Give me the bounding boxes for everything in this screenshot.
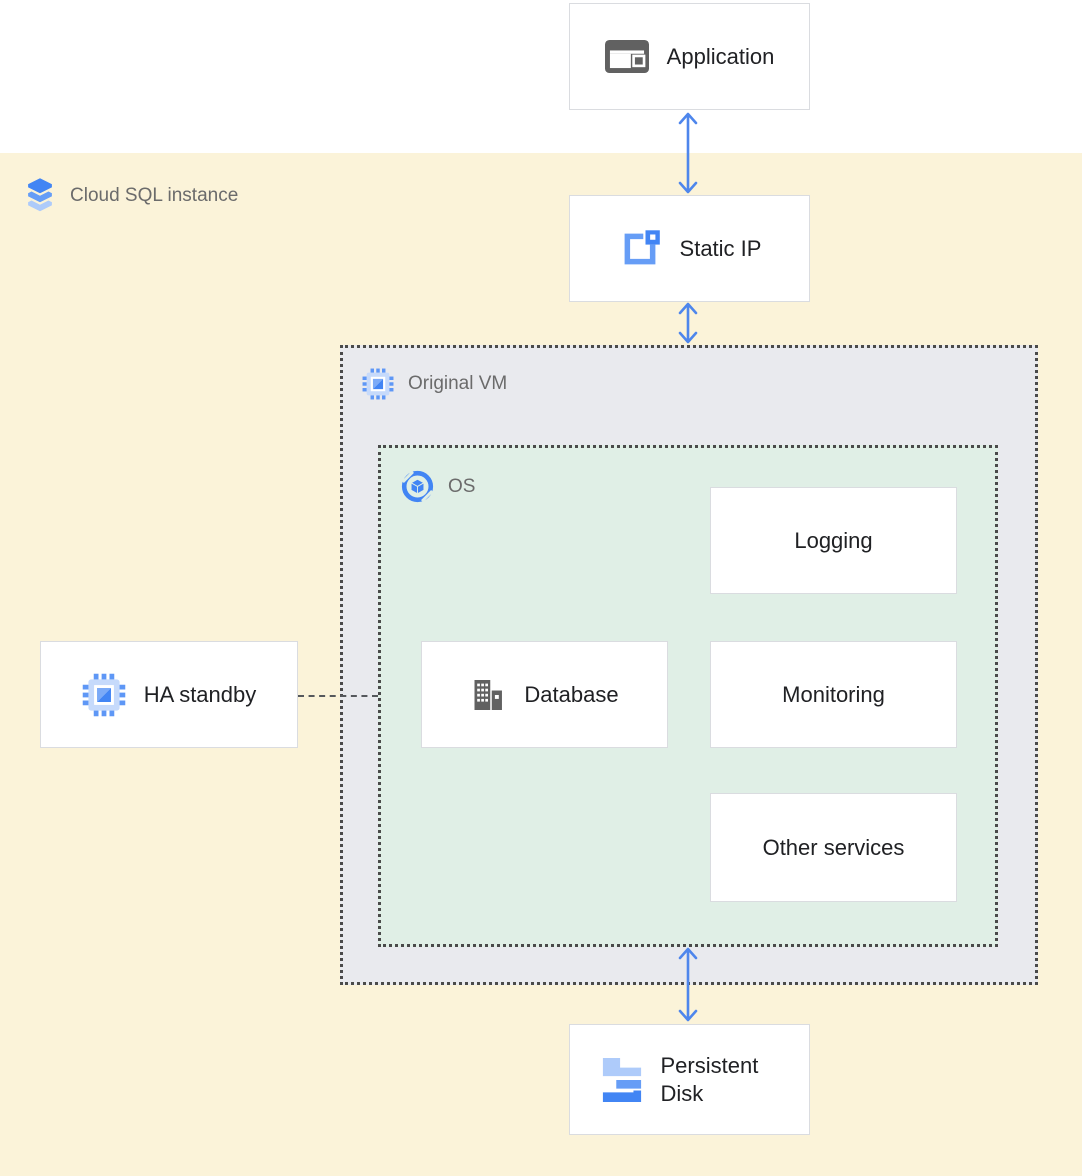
node-static-ip-label: Static IP — [679, 235, 762, 261]
cloud-sql-region-label: Cloud SQL instance — [24, 177, 238, 214]
os-label-text: OS — [448, 475, 476, 497]
original-vm-label-text: Original VM — [408, 373, 508, 394]
app-window-icon — [604, 40, 649, 73]
node-application: Application — [569, 3, 810, 110]
bidirectional-arrow-os-disk — [674, 946, 702, 1028]
node-monitoring-label: Monitoring — [782, 681, 885, 707]
node-persistent-disk-label: Persistent Disk — [660, 1053, 759, 1106]
os-cube-circle-icon — [401, 470, 434, 503]
compute-engine-chip-icon — [362, 368, 394, 400]
node-database: Database — [421, 641, 668, 748]
original-vm-label: Original VM — [362, 368, 507, 400]
node-database-label: Database — [524, 681, 619, 707]
node-persistent-disk: Persistent Disk — [569, 1024, 810, 1135]
node-other-services: Other services — [710, 793, 957, 902]
bidirectional-arrow-staticip-vm — [674, 302, 702, 349]
node-logging-label: Logging — [794, 527, 873, 553]
cloud-sql-region-label-text: Cloud SQL instance — [70, 184, 239, 206]
cloud-sql-layers-icon — [25, 177, 55, 214]
compute-engine-chip-icon — [82, 673, 126, 716]
node-ha-standby: HA standby — [40, 641, 298, 748]
persistent-disk-steps-icon — [602, 1057, 641, 1102]
node-logging: Logging — [710, 487, 957, 594]
database-building-icon — [474, 679, 503, 710]
node-application-label: Application — [666, 43, 775, 69]
bidirectional-arrow-app-staticip — [674, 111, 702, 200]
ha-standby-dashed-connector — [298, 695, 378, 697]
node-static-ip: Static IP — [569, 195, 810, 302]
static-ip-square-icon — [624, 229, 660, 264]
node-other-services-label: Other services — [762, 834, 905, 860]
os-label: OS — [401, 470, 475, 503]
node-monitoring: Monitoring — [710, 641, 957, 748]
node-ha-standby-label: HA standby — [143, 681, 257, 707]
